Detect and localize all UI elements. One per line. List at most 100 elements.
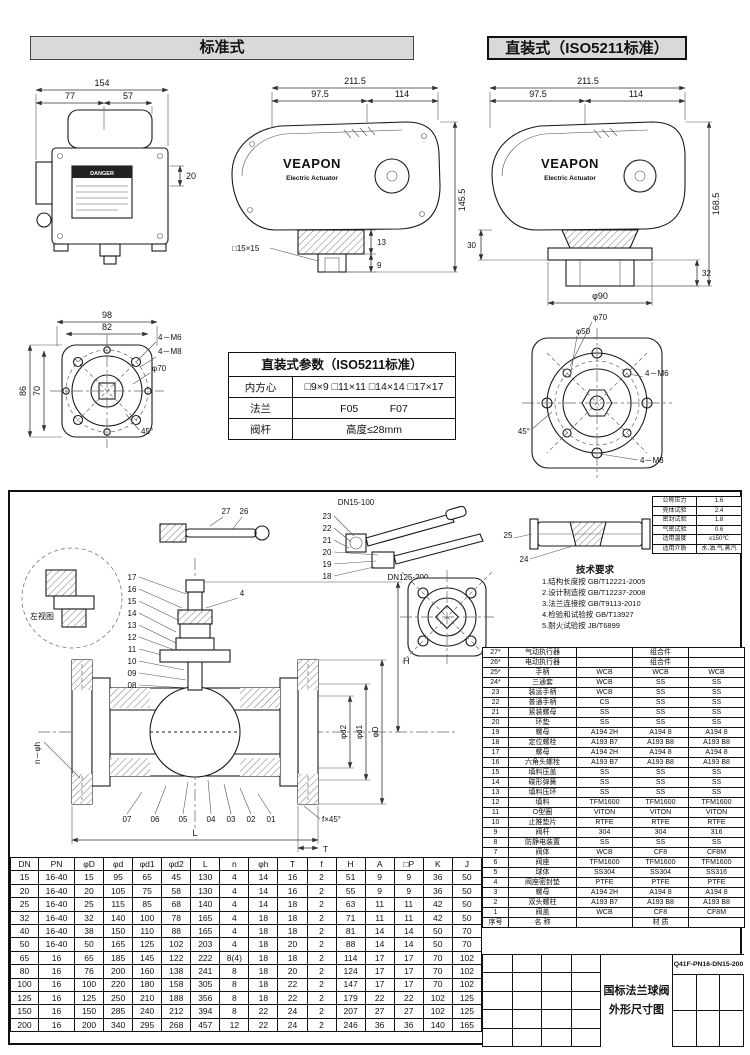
table-cell: 8	[219, 990, 250, 1006]
table-cell: φh	[248, 856, 279, 872]
table-cell: 125	[73, 990, 105, 1006]
table-cell: 密封试验	[652, 515, 697, 526]
dim-168: 168.5	[711, 193, 721, 216]
table-cell: 125	[451, 990, 483, 1006]
handle-dn15-100	[345, 505, 467, 553]
dim-145: 145.5	[457, 189, 467, 212]
table-cell: 180	[132, 977, 163, 992]
table-cell: SS	[632, 697, 689, 708]
left-view-detail: 左视图	[21, 547, 123, 649]
table-cell: 18	[277, 910, 308, 925]
tech-requirements: 技术要求 1.结构长度按 GB/T12221-2005 2.设计制造按 GB/T…	[542, 562, 727, 631]
svg-text:05: 05	[179, 815, 188, 824]
table-cell: 70	[451, 923, 483, 939]
table-cell: A194 8	[688, 727, 745, 738]
table-cell: 18	[248, 950, 279, 966]
table-cell: 阀座	[508, 857, 577, 868]
tech-req-item: 4.检验和试验按 GB/T13927	[542, 610, 634, 619]
table-cell: 螺母	[508, 727, 577, 738]
table-cell: 阀杆	[508, 827, 577, 838]
svg-text:08: 08	[128, 681, 137, 690]
label-45: 45°	[141, 427, 153, 436]
table-cell: 17	[393, 950, 424, 966]
table-cell: A193 B8	[632, 757, 689, 768]
dn-range-label-1: DN15-100	[338, 498, 375, 507]
dims-direct-view: 211.5 97.5 114 30 32 φ90 168.5	[467, 76, 721, 306]
table-cell: 18	[248, 937, 279, 952]
left-view-label: 左视图	[30, 611, 54, 621]
table-cell: 16-40	[38, 897, 75, 912]
table-cell: WCB	[576, 907, 633, 918]
table-cell	[576, 647, 633, 658]
table-cell: DN	[10, 856, 39, 872]
table-cell: 10	[482, 817, 509, 828]
table-cell: 电动执行器	[508, 657, 577, 668]
direct-flange-view	[522, 328, 672, 478]
table-cell: 2	[306, 937, 337, 952]
table-cell: 50	[10, 937, 39, 952]
wrench-part	[159, 523, 270, 543]
table-cell: 88	[161, 923, 192, 939]
table-cell: TFM1600	[688, 797, 745, 808]
svg-text:4: 4	[240, 589, 245, 598]
table-cell: 20	[277, 964, 308, 979]
svg-text:17: 17	[128, 573, 137, 582]
label-4m8b: 4－M8	[640, 456, 664, 465]
table-cell: VITON	[576, 807, 633, 818]
dims-front-view: 154 77 57 20	[35, 78, 196, 187]
table-cell: 2	[306, 1017, 337, 1033]
table-row: 内方心□9×9 □11×11 □14×14 □17×17	[228, 376, 456, 398]
table-cell: 6	[482, 857, 509, 868]
table-cell: 18	[248, 964, 279, 979]
table-cell: 8	[219, 1004, 250, 1019]
table-cell: SS	[576, 777, 633, 788]
label-4m8: 4－M8	[158, 347, 182, 356]
table-cell: 122	[161, 950, 192, 966]
table-cell: 22	[364, 990, 395, 1006]
table-cell: 140	[190, 897, 221, 912]
table-cell: SS	[632, 707, 689, 718]
table-cell: SS	[632, 767, 689, 778]
svg-text:10: 10	[128, 657, 137, 666]
table-cell: 26*	[482, 657, 509, 668]
table-cell: 16-40	[38, 883, 75, 899]
table-cell: 7	[482, 847, 509, 858]
table-cell: 24	[277, 1017, 308, 1033]
table-cell: 高度≤28mm	[292, 418, 456, 440]
table-cell: PTFE	[632, 877, 689, 888]
valve-assembly-drawing: 左视图 17 16 15 14 13 12 11 10 09 08	[21, 498, 651, 854]
table-cell: 150	[73, 1004, 105, 1019]
table-cell: A193 B7	[576, 737, 633, 748]
table-cell: 1.6	[696, 496, 742, 507]
table-cell: 63	[335, 897, 366, 912]
dim-phiD: φD	[371, 726, 380, 737]
table-cell: φd1	[132, 856, 163, 872]
table-cell: 150	[10, 1004, 39, 1019]
table-cell: 11	[393, 910, 424, 925]
svg-text:09: 09	[128, 669, 137, 678]
table-cell: A193 B8	[632, 897, 689, 908]
table-cell: 125	[10, 990, 39, 1006]
table-cell: SS	[632, 787, 689, 798]
table-cell: 70	[422, 977, 453, 992]
table-cell: 14	[393, 923, 424, 939]
table-cell: 19	[482, 727, 509, 738]
table-cell: 材 质	[632, 917, 689, 928]
table-cell: 102	[451, 950, 483, 966]
table-cell: 50	[451, 897, 483, 912]
table-cell: 25*	[482, 667, 509, 678]
table-cell: 12	[482, 797, 509, 808]
table-cell: 8	[219, 964, 250, 979]
brand-subtitle: Electric Actuator	[286, 175, 338, 182]
svg-text:02: 02	[247, 815, 256, 824]
label-phi50: φ50	[576, 327, 591, 336]
